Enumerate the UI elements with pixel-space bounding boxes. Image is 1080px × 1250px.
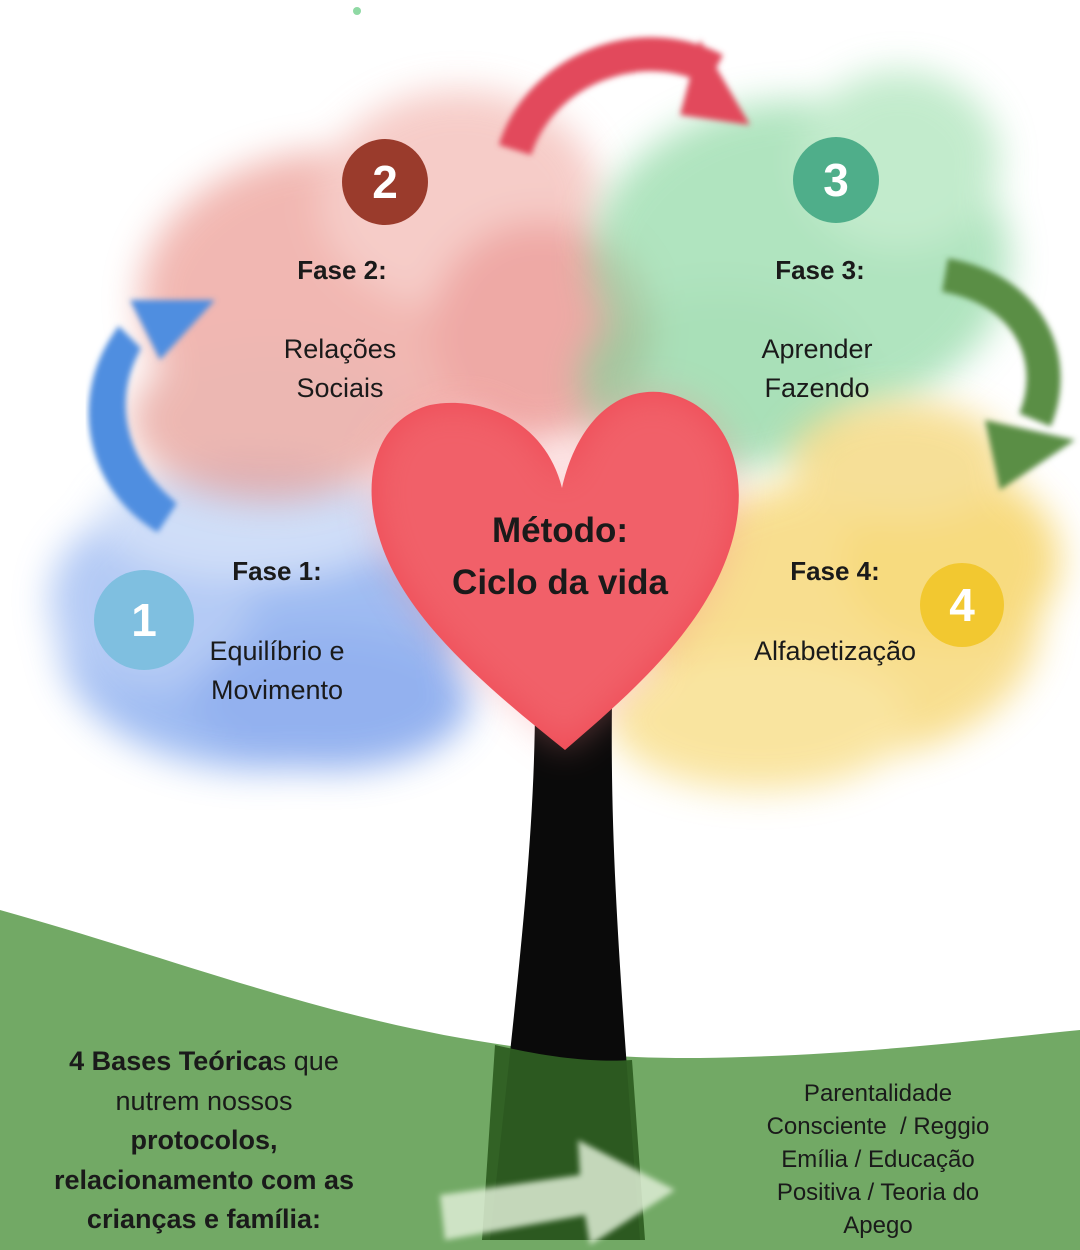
phase-3-line1: Aprender — [761, 334, 873, 364]
phase-2-line1: Relações — [283, 334, 397, 364]
phase-1-line1: Equilíbrio e — [209, 636, 345, 666]
yellow-cloud — [610, 400, 1060, 790]
arrow-green-icon — [941, 258, 1075, 490]
bases-line4: relacionamento com as — [53, 1164, 355, 1195]
phase-1-line2: Movimento — [210, 675, 344, 705]
method-title: Método: Ciclo da vida — [452, 505, 668, 609]
bases-line3: protocolos, — [130, 1125, 278, 1155]
bases-bold: 4 Bases Teórica — [69, 1046, 273, 1076]
arrow-red-icon — [498, 37, 750, 156]
phase-4-description: Alfabetização — [753, 636, 917, 666]
phase-2-badge: 2 — [342, 139, 428, 225]
phase-1-description: Equilíbrio e Movimento — [209, 632, 344, 710]
phase-2-line2: Sociais — [296, 373, 384, 403]
dot — [353, 7, 361, 15]
method-line1: Método: — [491, 511, 629, 550]
theory-line: Emília / Educação — [781, 1146, 975, 1173]
theory-line: Consciente / Reggio — [766, 1113, 990, 1140]
bases-line2: nutrem nossos — [115, 1085, 293, 1116]
theories-list: Parentalidade Consciente / Reggio Emília… — [767, 1077, 990, 1242]
bases-text: 4 Bases Teóricas que nutrem nossos proto… — [54, 1042, 354, 1240]
bases-line5: crianças e família: — [86, 1204, 322, 1234]
phase-2-description: Relações Sociais — [284, 330, 397, 408]
theory-line: Positiva / Teoria do — [776, 1179, 980, 1206]
phase-2-title: Fase 2: — [297, 255, 387, 285]
arrow-blue-icon — [88, 300, 215, 533]
method-line2: Ciclo da vida — [452, 563, 668, 602]
bases-normal: s que — [272, 1046, 339, 1076]
phase-3-title: Fase 3: — [775, 255, 865, 285]
phase-4-badge: 4 — [920, 563, 1004, 647]
phase-1-badge: 1 — [94, 570, 194, 670]
phase-3-badge: 3 — [793, 137, 879, 223]
arrow-white-icon — [440, 1140, 675, 1245]
phase-4-title: Fase 4: — [790, 556, 880, 586]
phase-3-description: Aprender Fazendo — [761, 330, 872, 408]
theory-line: Parentalidade — [803, 1080, 953, 1107]
phase-1-title: Fase 1: — [232, 556, 322, 586]
theory-line: Apego — [843, 1212, 913, 1239]
phase-3-line2: Fazendo — [764, 373, 870, 403]
